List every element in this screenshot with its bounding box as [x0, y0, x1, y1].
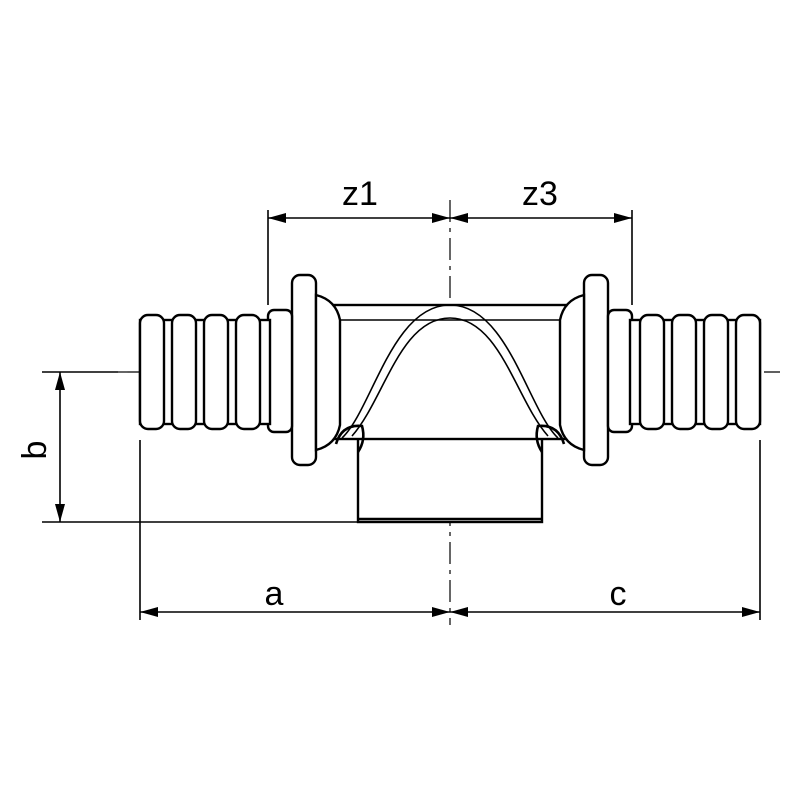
right-neck — [606, 308, 634, 434]
left-barb-1 — [138, 313, 166, 431]
left-barb-2 — [170, 313, 198, 431]
saddle-curve-inner — [351, 317, 549, 437]
right-flange-ring — [582, 273, 610, 467]
right-fillet — [535, 424, 566, 453]
dimension-labels: z1 z3 a c b — [16, 175, 627, 613]
extension-lines — [42, 210, 761, 620]
arrow-z3-right — [614, 213, 632, 223]
left-spigot — [138, 313, 272, 431]
left-collar — [314, 293, 342, 452]
left-barb-4 — [234, 313, 262, 431]
label-c: c — [610, 575, 627, 613]
arrow-b-bottom — [55, 504, 65, 522]
left-neck — [266, 308, 294, 434]
left-flange-ring — [290, 273, 318, 467]
label-z3: z3 — [522, 175, 558, 213]
tee-body — [316, 303, 584, 524]
right-spigot — [628, 313, 762, 431]
arrow-c-right — [742, 607, 760, 617]
arrow-b-top — [55, 372, 65, 390]
right-barb-4 — [734, 313, 762, 431]
arrow-z1-left — [268, 213, 286, 223]
right-collar — [558, 293, 586, 452]
right-barb-3 — [702, 313, 730, 431]
arrow-a-left — [140, 607, 158, 617]
right-barb-1 — [638, 313, 666, 431]
left-barb-3 — [202, 313, 230, 431]
arrow-c-left — [450, 607, 468, 617]
label-a: a — [265, 575, 284, 613]
arrow-z3-left — [450, 213, 468, 223]
left-flange — [266, 273, 342, 467]
arrow-a-right — [432, 607, 450, 617]
arrow-z1-right — [432, 213, 450, 223]
saddle-curve-outer — [341, 304, 559, 439]
left-fillet — [334, 424, 365, 453]
label-z1: z1 — [342, 175, 378, 213]
right-barb-2 — [670, 313, 698, 431]
label-b: b — [16, 441, 54, 460]
main-run — [316, 303, 584, 441]
dimension-lines — [55, 213, 760, 617]
right-flange — [558, 273, 634, 467]
